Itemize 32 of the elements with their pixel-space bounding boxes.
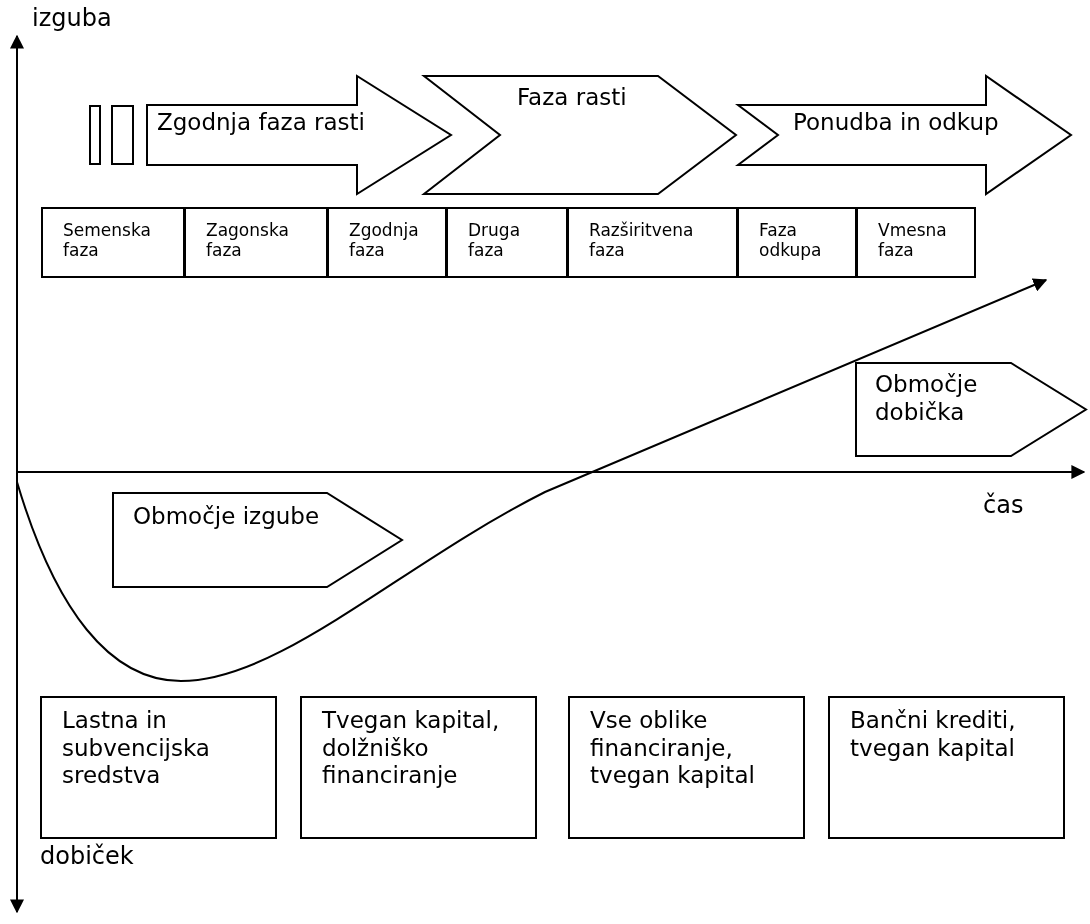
axis-label: izguba — [32, 4, 112, 33]
stage-label: Faza odkupa — [759, 220, 822, 261]
stage-box — [737, 207, 857, 278]
stage-label: Zgodnja faza — [349, 220, 419, 261]
stage-box — [567, 207, 738, 278]
stage-label: Zagonska faza — [206, 220, 289, 261]
stage-box — [327, 207, 447, 278]
stage-label: Druga faza — [468, 220, 521, 261]
stage-box — [446, 207, 568, 278]
phase-label: Ponudba in odkup — [793, 109, 999, 137]
stage-label: Razširitvena faza — [589, 220, 694, 261]
axis-label: dobiček — [40, 842, 134, 871]
financing-label: Bančni krediti, tvegan kapital — [850, 707, 1017, 763]
stage-box — [41, 207, 185, 278]
phase-label: Zgodnja faza rasti — [157, 109, 365, 137]
phase-label: Faza rasti — [517, 84, 627, 112]
financing-box — [300, 696, 537, 839]
stage-box — [184, 207, 328, 278]
area-label: Območje dobička — [875, 371, 979, 427]
area-label: Območje izgube — [133, 503, 320, 531]
financing-box — [828, 696, 1065, 839]
stage-box — [856, 207, 976, 278]
stage-label: Semenska faza — [63, 220, 151, 261]
stage-label: Vmesna faza — [878, 220, 947, 261]
financing-label: Vse oblike financiranje, tvegan kapital — [590, 707, 756, 790]
axis-label: čas — [983, 491, 1024, 520]
stage-marker-box — [111, 105, 134, 165]
financing-box — [568, 696, 805, 839]
financing-label: Tvegan kapital, dolžniško financiranje — [322, 707, 501, 790]
financing-box — [40, 696, 277, 839]
financing-label: Lastna in subvencijska sredstva — [62, 707, 211, 790]
stage-marker-box — [89, 105, 101, 165]
